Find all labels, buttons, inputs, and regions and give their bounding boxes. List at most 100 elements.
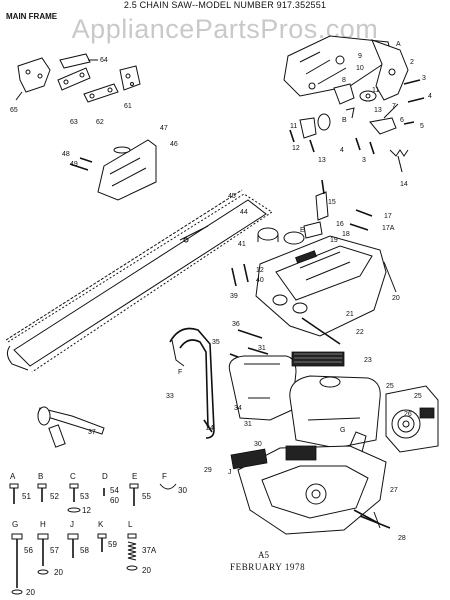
front-handle-35 (169, 327, 215, 439)
bracket-65 (15, 57, 51, 101)
callout-65: 65 (10, 107, 18, 114)
callout-12: 12 (256, 267, 264, 274)
callout-2: 2 (410, 59, 414, 66)
callout-16: 16 (336, 221, 344, 228)
bolt-k (97, 533, 107, 552)
screw-c (67, 483, 81, 513)
link-62 (83, 83, 119, 103)
callout-63: 63 (70, 119, 78, 126)
callout-13-top: 13 (374, 107, 382, 114)
caps-42 (257, 227, 305, 245)
callout-64: 64 (100, 57, 108, 64)
callout-28: 27 (390, 487, 398, 494)
callout-e-mid: F (178, 369, 182, 376)
callout-38: 37 (88, 429, 96, 436)
callout-a-top: A (396, 41, 401, 48)
wrench-38 (37, 406, 105, 448)
screws-40-41 (231, 263, 249, 287)
housing-21-22 (255, 235, 397, 337)
callout-19: 19 (330, 237, 338, 244)
callout-3b: 3 (362, 157, 366, 164)
section-title: MAIN FRAME (6, 12, 58, 21)
key-part-37a: 37A (142, 546, 157, 555)
key-letter-b: B (38, 472, 44, 481)
screw-b (37, 483, 47, 502)
key-part-57: 57 (50, 546, 59, 555)
bracket-61 (119, 65, 141, 91)
chain-cover-47 (69, 139, 157, 201)
key-part-58: 58 (80, 546, 89, 555)
callout-g-low: G (340, 427, 345, 434)
plate-63-64 (57, 53, 98, 91)
callout-8: 8 (342, 77, 346, 84)
diagram-title: 2.5 CHAIN SAW--MODEL NUMBER 917.352551 (123, 0, 327, 10)
key-part-60: 60 (110, 496, 119, 505)
callout-31: 29 (204, 467, 212, 474)
screw-e (129, 483, 139, 506)
callout-33b: 31 (244, 421, 252, 428)
callout-10: 10 (356, 65, 364, 72)
callout-61: 61 (124, 103, 132, 110)
filter-24 (291, 351, 345, 367)
footer-date: FEBRUARY 1978 (230, 562, 306, 572)
key-sub-20-g: 20 (26, 588, 35, 597)
key-letter-k: K (98, 520, 104, 529)
key-letter-c: C (70, 472, 76, 481)
rod-23 (301, 317, 341, 345)
spring-l (126, 533, 138, 571)
callout-36: 34 (234, 405, 242, 412)
callout-46: 45 (228, 193, 236, 200)
key-part-30: 30 (178, 486, 187, 495)
callout-49: 48 (62, 151, 70, 158)
key-letter-f: F (162, 472, 167, 481)
callout-26b: 25 (414, 393, 422, 400)
spring-14 (389, 149, 409, 173)
callout-d-mid: E (300, 227, 305, 234)
bolt-h (37, 533, 49, 575)
key-part-53: 53 (80, 492, 89, 501)
callout-47: 46 (170, 141, 178, 148)
trigger-parts-6-13 (299, 83, 399, 139)
key-letter-l: L (128, 520, 133, 529)
key-part-52: 52 (50, 492, 59, 501)
callout-4: 4 (428, 93, 432, 100)
fastener-drawings (9, 483, 177, 595)
callout-3: 3 (422, 75, 426, 82)
key-part-59: 59 (108, 540, 117, 549)
callout-26: 25 (386, 383, 394, 390)
key-part-55: 55 (142, 492, 151, 501)
callout-32: 30 (254, 441, 262, 448)
callout-labels: 65 64 63 62 61 47 46 48 49 45 44 A 2 3 4… (10, 41, 432, 542)
callout-11: 11 (372, 87, 379, 94)
callout-4b: 4 (340, 147, 344, 154)
key-letter-d: D (102, 472, 108, 481)
callout-7: 7 (392, 103, 396, 110)
key-part-56: 56 (24, 546, 33, 555)
callout-29: 28 (398, 535, 406, 542)
callout-21: 20 (392, 295, 400, 302)
key-letter-j: J (70, 520, 74, 529)
screw-a (9, 483, 19, 504)
callout-17: 17 (384, 213, 392, 220)
callout-39: 36 (232, 321, 240, 328)
callout-23: 22 (356, 329, 364, 336)
key-sub-20-l: 20 (142, 566, 151, 575)
callout-48: 47 (160, 125, 168, 132)
screws-3-5 (289, 79, 425, 155)
callout-18: 18 (342, 231, 350, 238)
key-letter-g: G (12, 520, 19, 529)
callout-9: 9 (358, 53, 362, 60)
callout-25: 24 (206, 425, 214, 432)
callout-27: 26 (404, 411, 412, 418)
callout-13: 13 (318, 157, 326, 164)
callout-44: 44 (240, 209, 248, 216)
bolt-j (67, 533, 79, 558)
callout-12-top: 12 (292, 145, 300, 152)
callout-42: 41 (238, 241, 246, 248)
footer-code: A5 (258, 550, 269, 560)
callout-40: 39 (230, 293, 238, 300)
callout-11b: 11 (290, 123, 297, 130)
screws-33-37 (203, 329, 269, 433)
oil-tank-36 (228, 355, 297, 421)
